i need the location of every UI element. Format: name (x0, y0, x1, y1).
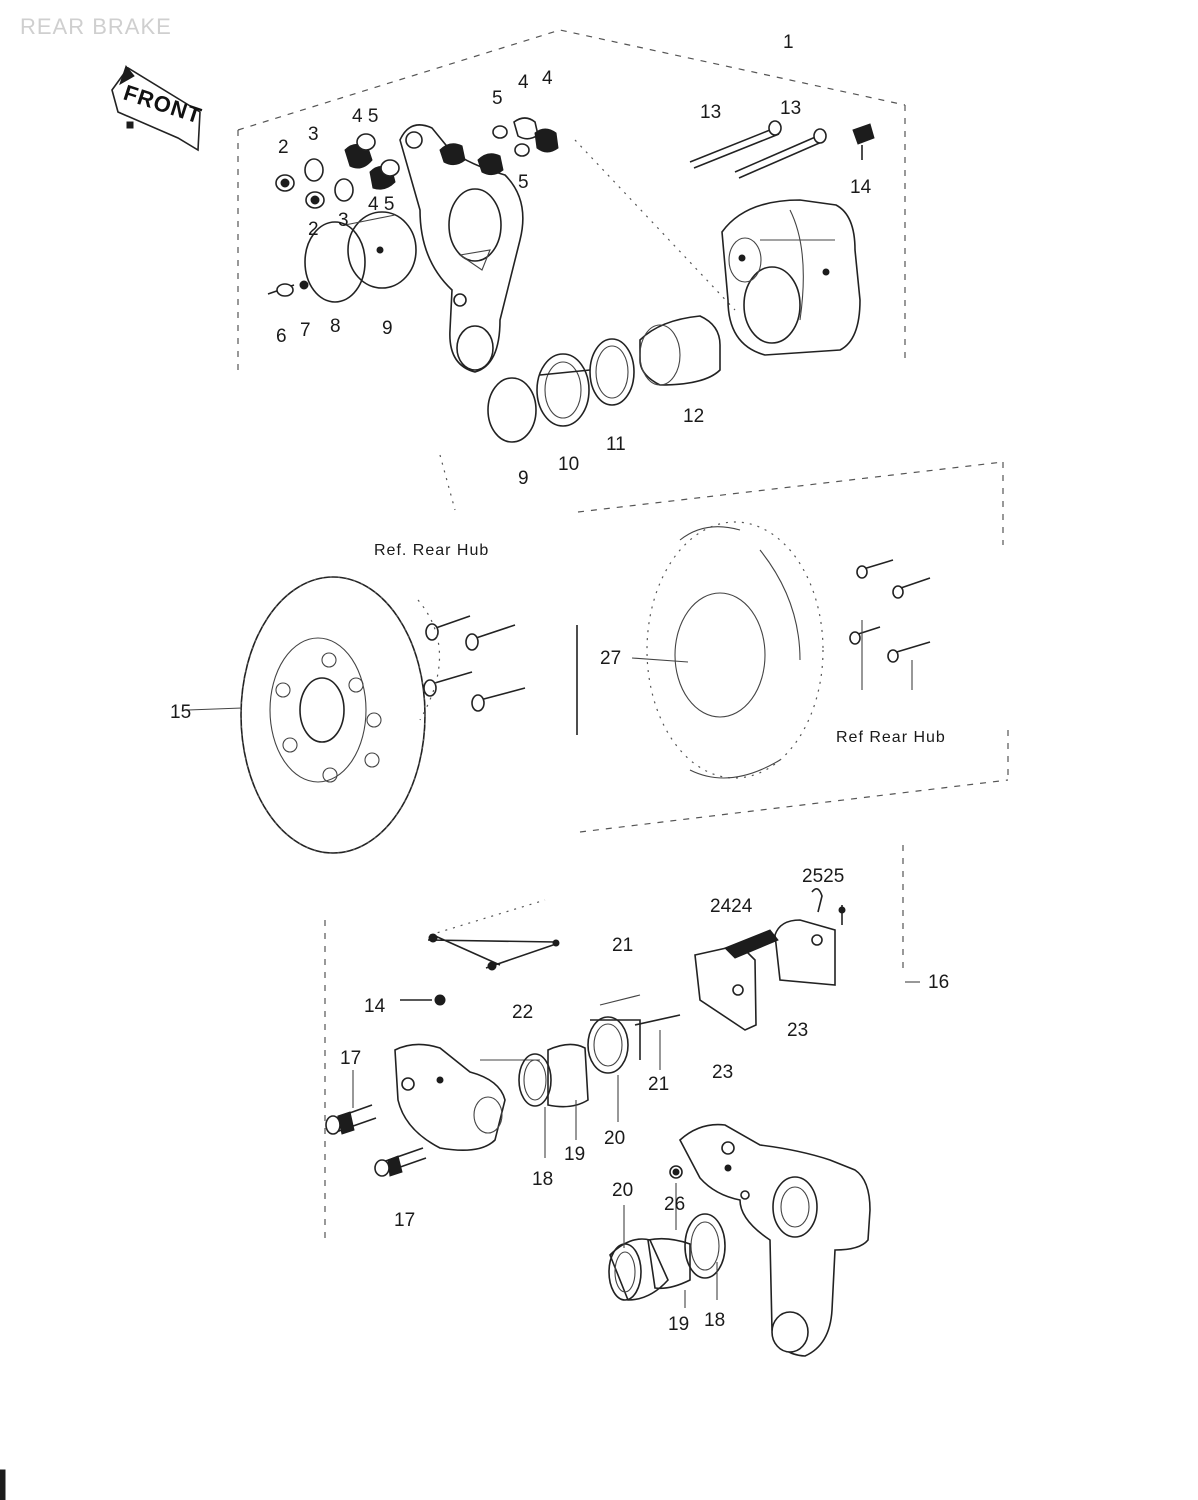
section-3-outline (324, 845, 904, 1240)
ref-rear-hub-right: Ref Rear Hub (836, 729, 946, 746)
callout-2: 2 (278, 137, 289, 158)
front-marker-label: FRONT (121, 80, 206, 129)
callout-13: 13 (780, 98, 801, 119)
callout-18: 18 (704, 1310, 725, 1331)
disc-mounting-bolts-left (417, 599, 526, 721)
pad-plates-top (267, 211, 417, 303)
callout-15: 15 (170, 702, 191, 723)
leader-lines (187, 620, 920, 1308)
callout-4-5: 4 5 (352, 106, 378, 127)
callout-10: 10 (558, 454, 579, 475)
callout-24: 2424 (710, 896, 753, 917)
piston-stack-bottom (518, 994, 681, 1108)
callout-17: 17 (394, 1210, 415, 1231)
callout-21: 21 (612, 935, 633, 956)
ref-rear-hub-left: Ref. Rear Hub (374, 542, 489, 559)
callout-18: 18 (532, 1169, 553, 1190)
caliper-bolts-bottom (325, 1104, 427, 1177)
mounting-bolts-top (689, 120, 875, 179)
callout-16: 16 (928, 972, 949, 993)
callout-3: 3 (308, 124, 319, 145)
piston-stack-lower (608, 1165, 726, 1301)
pins-and-clips-bottom (400, 933, 560, 1006)
section-2-outline (576, 461, 1009, 833)
brake-disc-left (240, 576, 426, 854)
brake-pads-bottom (694, 888, 846, 1031)
callout-27: 27 (600, 648, 621, 669)
callout-4-5: 4 5 (368, 194, 394, 215)
callout-4: 4 (518, 72, 529, 93)
callout-23: 23 (787, 1020, 808, 1041)
callout-26: 26 (664, 1194, 685, 1215)
callout-20: 20 (604, 1128, 625, 1149)
callout-9: 9 (382, 318, 393, 339)
callout-4: 4 (542, 68, 553, 89)
callout-19: 19 (668, 1314, 689, 1335)
callout-11: 11 (606, 434, 626, 455)
callout-3: 3 (338, 210, 349, 231)
callout-7: 7 (300, 320, 311, 341)
caliper-half-outer (679, 1123, 871, 1357)
callout-21: 21 (648, 1074, 669, 1095)
bushings-and-nuts-top (275, 117, 559, 209)
callout-22: 22 (512, 1002, 533, 1023)
caliper-assembly-outline (237, 29, 906, 511)
callout-23: 23 (712, 1062, 733, 1083)
callout-labels: 1 2 3 2 3 4 5 4 5 5 4 4 5 6 7 8 9 9 10 1… (170, 32, 949, 1335)
callout-14: 14 (364, 996, 386, 1017)
caliper-body-top (721, 199, 861, 356)
piston-and-seals-top (487, 315, 721, 443)
callout-6: 6 (276, 326, 287, 347)
callout-8: 8 (330, 316, 341, 337)
callout-12: 12 (683, 406, 704, 427)
brake-disc-right-edge (646, 521, 824, 779)
callout-2: 2 (308, 219, 319, 240)
callout-13: 13 (700, 102, 721, 123)
callout-14: 14 (850, 177, 872, 198)
callout-1: 1 (783, 32, 794, 53)
callout-17: 17 (340, 1048, 361, 1069)
caliper-half-inner (394, 1043, 540, 1151)
page-edge-mark (0, 1469, 6, 1500)
front-direction-marker: FRONT (111, 64, 206, 152)
callout-20: 20 (612, 1180, 633, 1201)
callout-19: 19 (564, 1144, 585, 1165)
callout-5: 5 (492, 88, 503, 109)
callout-5: 5 (518, 172, 529, 193)
disc-mounting-bolts-right (849, 559, 931, 663)
callout-9: 9 (518, 468, 529, 489)
page-title: REAR BRAKE (20, 14, 172, 39)
callout-25: 2525 (802, 866, 844, 887)
